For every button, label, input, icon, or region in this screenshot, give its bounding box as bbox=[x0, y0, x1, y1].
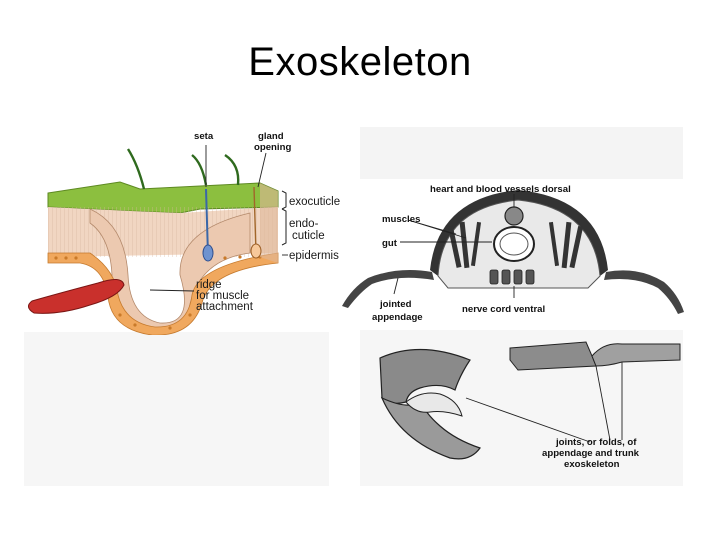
ridge-label-3: attachment bbox=[196, 301, 254, 313]
trunk-plate-1 bbox=[509, 341, 597, 371]
seta-cell bbox=[202, 244, 214, 262]
seta-hair-1 bbox=[126, 148, 146, 190]
jointed-appendage-right bbox=[604, 270, 684, 314]
endocuticle-label-2: cuticle bbox=[292, 230, 325, 242]
endocuticle-label: endo- bbox=[289, 218, 319, 230]
cross-section-bg bbox=[360, 127, 683, 179]
appendage-label: appendage bbox=[372, 312, 423, 323]
appendage-segment-upper bbox=[379, 348, 471, 404]
nerve-cord-label: nerve cord ventral bbox=[462, 304, 545, 315]
exocuticle-label: exocuticle bbox=[289, 196, 340, 208]
slide-title: Exoskeleton bbox=[248, 40, 472, 84]
gland-cell bbox=[250, 243, 262, 259]
trunk-plate-2 bbox=[591, 343, 681, 367]
joints-label-1: joints, or folds, of bbox=[555, 437, 637, 448]
ridge-label: ridge bbox=[196, 279, 222, 291]
muscle-fiber bbox=[28, 279, 125, 314]
seta-hair-3 bbox=[224, 154, 240, 186]
jointed-label: jointed bbox=[379, 299, 412, 310]
gut-shape bbox=[493, 226, 535, 262]
cross-section-diagram: heart and blood vessels dorsal muscles g… bbox=[342, 184, 684, 323]
seta-hair-2 bbox=[191, 154, 208, 186]
lower-left-bg bbox=[24, 332, 329, 486]
muscle-bands bbox=[447, 221, 584, 269]
nerve-cord bbox=[489, 269, 535, 285]
gut-label: gut bbox=[382, 238, 398, 249]
gland-opening-label: opening bbox=[254, 142, 291, 153]
muscles-label: muscles bbox=[382, 214, 420, 225]
joints-label-2: appendage and trunk bbox=[542, 448, 640, 459]
epidermis-label: epidermis bbox=[289, 250, 339, 262]
exoskeleton-shell bbox=[430, 190, 608, 276]
joint-diagram: joints, or folds, of appendage and trunk… bbox=[379, 341, 681, 470]
heart-label: heart and blood vessels dorsal bbox=[430, 184, 571, 195]
joints-label-3: exoskeleton bbox=[564, 459, 620, 470]
gland-label: gland bbox=[258, 131, 284, 142]
cuticle-diagram: seta gland opening exocuticle endo- cuti… bbox=[28, 131, 340, 335]
ridge-label-2: for muscle bbox=[196, 290, 249, 302]
epidermis-layer bbox=[47, 252, 279, 335]
jointed-appendage-left bbox=[342, 270, 434, 308]
heart-shape bbox=[504, 206, 524, 226]
seta-label: seta bbox=[194, 131, 214, 142]
